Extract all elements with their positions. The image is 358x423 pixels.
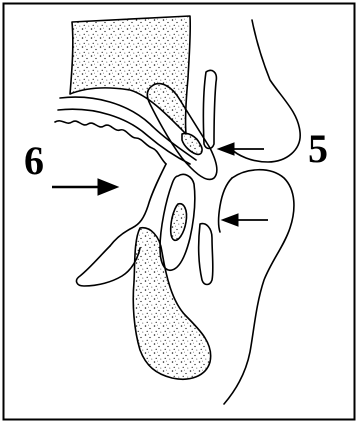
left-wedge xyxy=(77,246,140,286)
bulb-connector xyxy=(219,178,233,232)
lower-finger-projection xyxy=(199,224,213,285)
right-lower-bulb xyxy=(224,170,294,404)
right-upper-bulb xyxy=(230,20,300,162)
scalloped-edge xyxy=(55,121,166,164)
arrow-lower-head xyxy=(222,214,238,226)
label-five: 5 xyxy=(308,126,328,171)
label-six: 6 xyxy=(24,138,44,183)
arrow-left-head xyxy=(98,179,118,195)
arrow-upper-head xyxy=(218,143,234,155)
upper-finger-projection xyxy=(203,70,216,148)
lower-inner-nucleus xyxy=(171,204,187,241)
upper-bone-mass xyxy=(70,16,190,134)
